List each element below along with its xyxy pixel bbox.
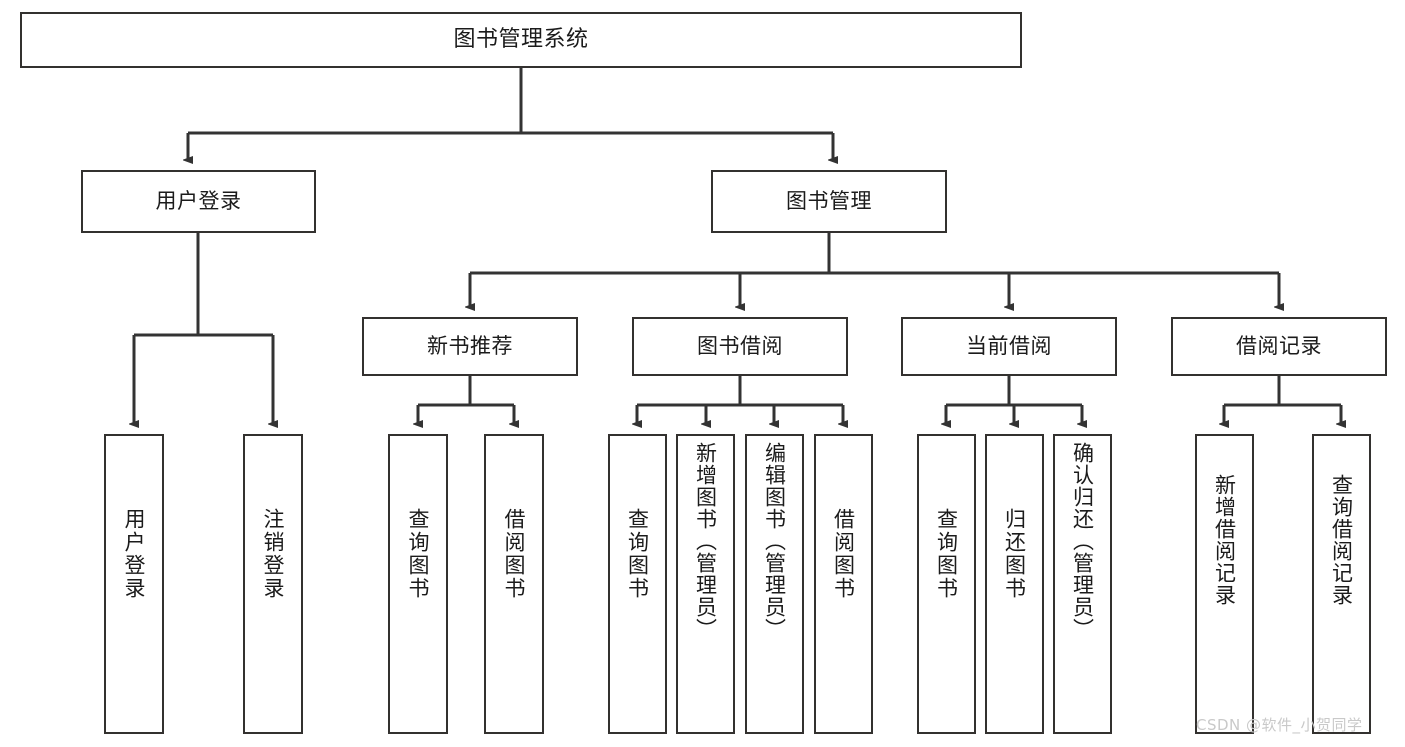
csdn-watermark: CSDN @软件_小贺同学 <box>1196 716 1363 734</box>
node-leaf-query-book-2[interactable]: 查询图书 <box>608 434 667 734</box>
node-current-borrow[interactable]: 当前借阅 <box>901 317 1117 376</box>
node-user-login-label: 用户登录 <box>155 189 242 214</box>
node-leaf-edit-book-label: 编辑图书（管理员） <box>762 442 787 640</box>
node-leaf-borrow-book-1-label: 借阅图书 <box>502 508 527 600</box>
node-leaf-user-login-label: 用户登录 <box>122 508 147 600</box>
node-leaf-confirm-return-label: 确认归还（管理员） <box>1070 442 1095 640</box>
node-leaf-confirm-return[interactable]: 确认归还（管理员） <box>1053 434 1112 734</box>
node-borrow-record[interactable]: 借阅记录 <box>1171 317 1387 376</box>
node-new-book-recommend[interactable]: 新书推荐 <box>362 317 578 376</box>
node-book-manage[interactable]: 图书管理 <box>711 170 947 233</box>
node-root[interactable]: 图书管理系统 <box>20 12 1022 68</box>
node-leaf-query-book-3[interactable]: 查询图书 <box>917 434 976 734</box>
node-leaf-query-record-label: 查询借阅记录 <box>1329 474 1354 606</box>
node-leaf-return-book-label: 归还图书 <box>1002 508 1027 600</box>
node-leaf-query-book-3-label: 查询图书 <box>934 508 959 600</box>
node-leaf-query-book-2-label: 查询图书 <box>625 508 650 600</box>
node-leaf-borrow-book-2[interactable]: 借阅图书 <box>814 434 873 734</box>
node-user-login[interactable]: 用户登录 <box>81 170 316 233</box>
node-leaf-add-record[interactable]: 新增借阅记录 <box>1195 434 1254 734</box>
node-leaf-add-record-label: 新增借阅记录 <box>1212 474 1237 606</box>
node-leaf-borrow-book-1[interactable]: 借阅图书 <box>484 434 544 734</box>
node-leaf-user-logout-label: 注销登录 <box>261 508 286 600</box>
node-borrow-record-label: 借阅记录 <box>1236 334 1322 359</box>
node-leaf-user-logout[interactable]: 注销登录 <box>243 434 303 734</box>
node-leaf-return-book[interactable]: 归还图书 <box>985 434 1044 734</box>
node-new-book-recommend-label: 新书推荐 <box>427 334 513 359</box>
node-book-borrow-label: 图书借阅 <box>697 334 783 359</box>
node-root-label: 图书管理系统 <box>453 27 589 53</box>
node-current-borrow-label: 当前借阅 <box>966 334 1052 359</box>
node-book-manage-label: 图书管理 <box>786 189 872 214</box>
node-leaf-add-book-label: 新增图书（管理员） <box>693 442 718 640</box>
node-book-borrow[interactable]: 图书借阅 <box>632 317 848 376</box>
node-leaf-borrow-book-2-label: 借阅图书 <box>831 508 856 600</box>
node-leaf-user-login[interactable]: 用户登录 <box>104 434 164 734</box>
node-leaf-edit-book[interactable]: 编辑图书（管理员） <box>745 434 804 734</box>
node-leaf-query-book-1[interactable]: 查询图书 <box>388 434 448 734</box>
node-leaf-query-book-1-label: 查询图书 <box>406 508 431 600</box>
node-leaf-add-book[interactable]: 新增图书（管理员） <box>676 434 735 734</box>
node-leaf-query-record[interactable]: 查询借阅记录 <box>1312 434 1371 734</box>
